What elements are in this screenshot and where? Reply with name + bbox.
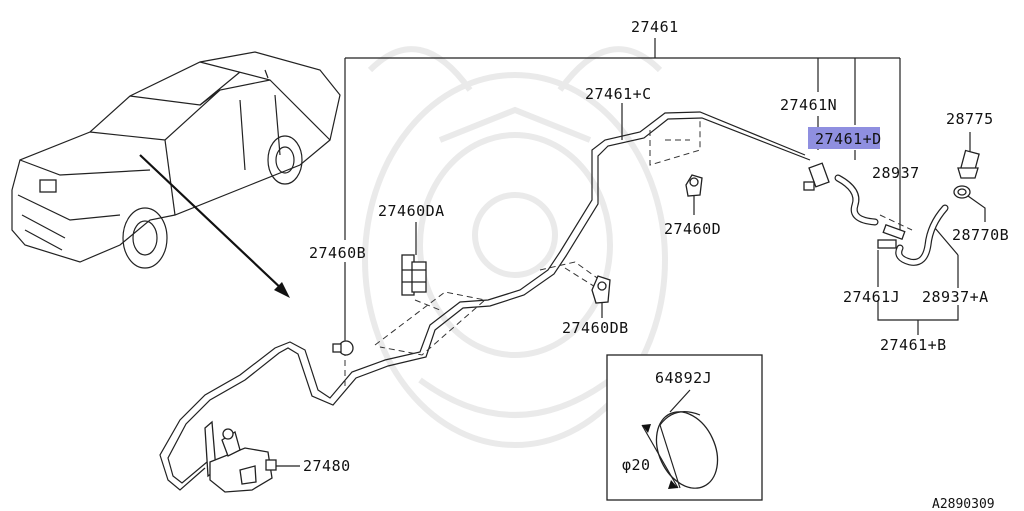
clip-27460db <box>591 275 611 304</box>
highlight-27461d <box>808 127 880 149</box>
hose-28937a <box>895 204 949 266</box>
dashed-leaders <box>344 120 913 390</box>
label-27461j: 27461J <box>843 288 900 306</box>
label-cap-diameter: φ20 <box>622 456 651 474</box>
cap-inset <box>606 354 763 501</box>
label-27461c: 27461+C <box>585 85 652 103</box>
label-27461: 27461 <box>631 18 679 36</box>
label-28770b: 28770B <box>952 226 1009 244</box>
location-arrow <box>139 154 290 298</box>
watermark-logo <box>362 46 668 448</box>
label-27460d: 27460D <box>664 220 721 238</box>
clip-27460da <box>401 254 427 296</box>
hose-27461j <box>877 239 897 249</box>
connector-27461n <box>803 162 830 191</box>
label-27460db: 27460DB <box>562 319 629 337</box>
label-27461b: 27461+B <box>880 336 947 354</box>
label-leaders <box>276 196 695 467</box>
assembly-bracket-27461b <box>877 227 959 335</box>
label-28937: 28937 <box>872 164 920 182</box>
joint-28937 <box>882 223 906 241</box>
label-27460b: 27460B <box>309 244 366 262</box>
label-28937a: 28937+A <box>922 288 989 306</box>
label-27480: 27480 <box>303 457 351 475</box>
label-27461n: 27461N <box>780 96 837 114</box>
label-64892j: 64892J <box>655 369 712 387</box>
assembly-bracket-27461 <box>344 38 901 340</box>
washer-hose-route <box>159 111 811 491</box>
washer-tank-27480 <box>204 420 277 493</box>
label-28775: 28775 <box>946 110 994 128</box>
nozzle-28775 <box>957 132 980 179</box>
figure-code: A2890309 <box>932 497 995 511</box>
clip-27460b <box>332 340 354 356</box>
hose-27461d <box>834 174 879 226</box>
label-27461d: 27461+D <box>815 130 882 148</box>
label-27460da: 27460DA <box>378 202 445 220</box>
car-illustration <box>11 51 341 269</box>
clip-27460d <box>685 174 703 197</box>
grommet-28770b <box>953 185 986 222</box>
